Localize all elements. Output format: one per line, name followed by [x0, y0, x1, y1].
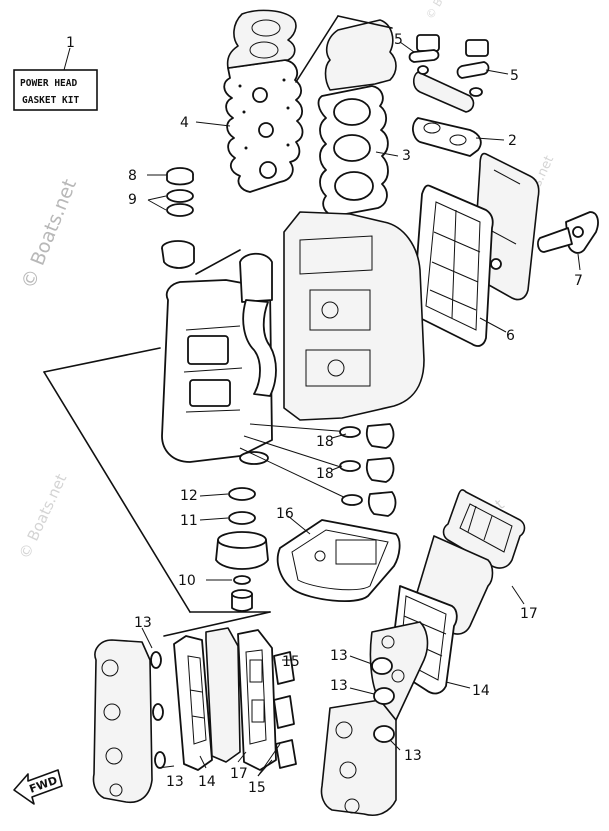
callout-1: 1 — [66, 35, 75, 51]
callout-7: 7 — [574, 273, 583, 289]
o-ring-9a — [166, 189, 194, 203]
kit-box-line1: POWER HEAD — [20, 78, 77, 89]
callout-14-left: 14 — [198, 774, 216, 790]
oil-seal-8 — [166, 167, 194, 186]
callout-9: 9 — [128, 192, 137, 208]
cylinder-head-plate — [226, 9, 297, 69]
o-ring-13-left-a — [150, 651, 162, 669]
carburetor-block-left — [92, 639, 153, 804]
cylinder-head-gasket-part — [317, 19, 397, 217]
o-ring-9b — [166, 203, 194, 217]
reed-petals-15 — [273, 651, 297, 769]
callout-12: 12 — [180, 488, 198, 504]
o-ring-13-right-c — [373, 725, 395, 743]
callout-5-left: 5 — [394, 32, 403, 48]
callout-5-right: 5 — [510, 68, 519, 84]
o-ring-13-right-b — [373, 687, 395, 705]
callout-18-upper: 18 — [316, 434, 334, 450]
reed-gasket-14-left — [173, 635, 213, 771]
callout-15-upper: 15 — [282, 654, 300, 670]
kit-box-line2: GASKET KIT — [22, 95, 79, 106]
callout-10: 10 — [178, 573, 196, 589]
callout-6: 6 — [506, 328, 515, 344]
callout-2: 2 — [508, 133, 517, 149]
intake-manifold-17-left — [237, 629, 277, 771]
callout-13-right-c: 13 — [404, 748, 422, 764]
callout-17-left: 17 — [230, 766, 248, 782]
gasket-18-set — [339, 423, 397, 517]
watermark-main: © Boats.net — [17, 176, 81, 292]
callout-17-right: 17 — [520, 606, 538, 622]
reed-valve-block-left — [205, 627, 241, 763]
base-gasket-16 — [276, 519, 401, 603]
callout-4: 4 — [180, 115, 189, 131]
callout-15-lower: 15 — [248, 780, 266, 796]
cylinder-head-cover-part — [223, 59, 304, 193]
callout-18-lower: 18 — [316, 466, 334, 482]
exhaust-gasket-part — [412, 184, 494, 347]
callout-3: 3 — [402, 148, 411, 164]
callout-11: 11 — [180, 513, 198, 529]
bearing-housing-top — [161, 240, 195, 269]
callout-13-left-top: 13 — [134, 615, 152, 631]
callout-14-right: 14 — [472, 683, 490, 699]
power-head-gasket-kit-box: POWER HEAD GASKET KIT — [13, 69, 98, 111]
crankcase-block — [161, 211, 425, 465]
o-ring-13-right-a — [371, 657, 393, 675]
callout-16: 16 — [276, 506, 294, 522]
callout-13-left-bottom: 13 — [166, 774, 184, 790]
o-ring-13-left-c — [154, 751, 166, 769]
o-ring-13-left-b — [152, 703, 164, 721]
lower-seal-stack — [215, 487, 269, 612]
forward-direction-arrow: FWD — [13, 769, 63, 805]
watermark-faint-top: © Boats.net — [423, 0, 468, 22]
callout-8: 8 — [128, 168, 137, 184]
thermostat-fitting-part — [537, 211, 599, 254]
callout-13-right-a: 13 — [330, 648, 348, 664]
watermark-faint-left: © Boats.net — [15, 471, 70, 562]
callout-13-right-b: 13 — [330, 678, 348, 694]
gasket-5-right — [456, 61, 490, 79]
gasket-5-left — [408, 49, 440, 63]
